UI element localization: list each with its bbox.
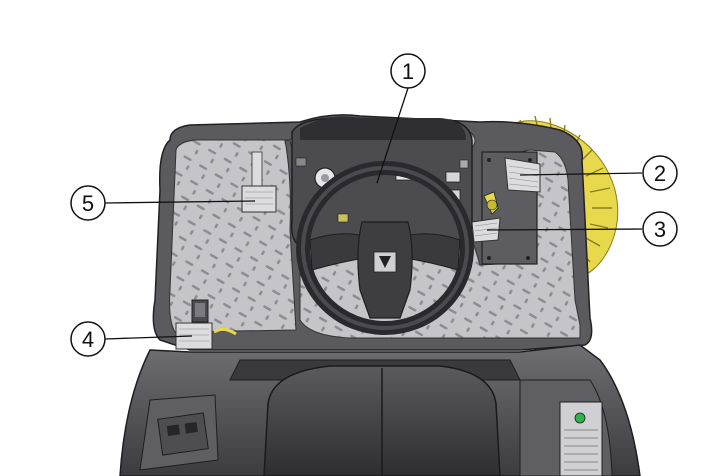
callout-5: 5 [70, 185, 106, 221]
callout-3: 3 [642, 211, 678, 247]
pedal-3-icon [471, 217, 501, 243]
steering-wheel [296, 161, 474, 335]
callout-3-label: 3 [654, 217, 666, 242]
callout-1-label: 1 [402, 59, 414, 84]
pedal-5 [241, 151, 277, 213]
machine-lower-body [119, 344, 641, 476]
callout-2-label: 2 [654, 161, 666, 186]
switch-icon [445, 171, 461, 183]
callout-4: 4 [70, 321, 106, 357]
leader-lines [104, 87, 643, 340]
callout-2: 2 [642, 155, 678, 191]
callout-5-label: 5 [82, 191, 94, 216]
horn-icon [379, 256, 391, 268]
callout-1: 1 [390, 53, 426, 89]
right-control-box [471, 151, 541, 265]
green-button-icon [574, 412, 586, 424]
callout-4-label: 4 [82, 327, 94, 352]
